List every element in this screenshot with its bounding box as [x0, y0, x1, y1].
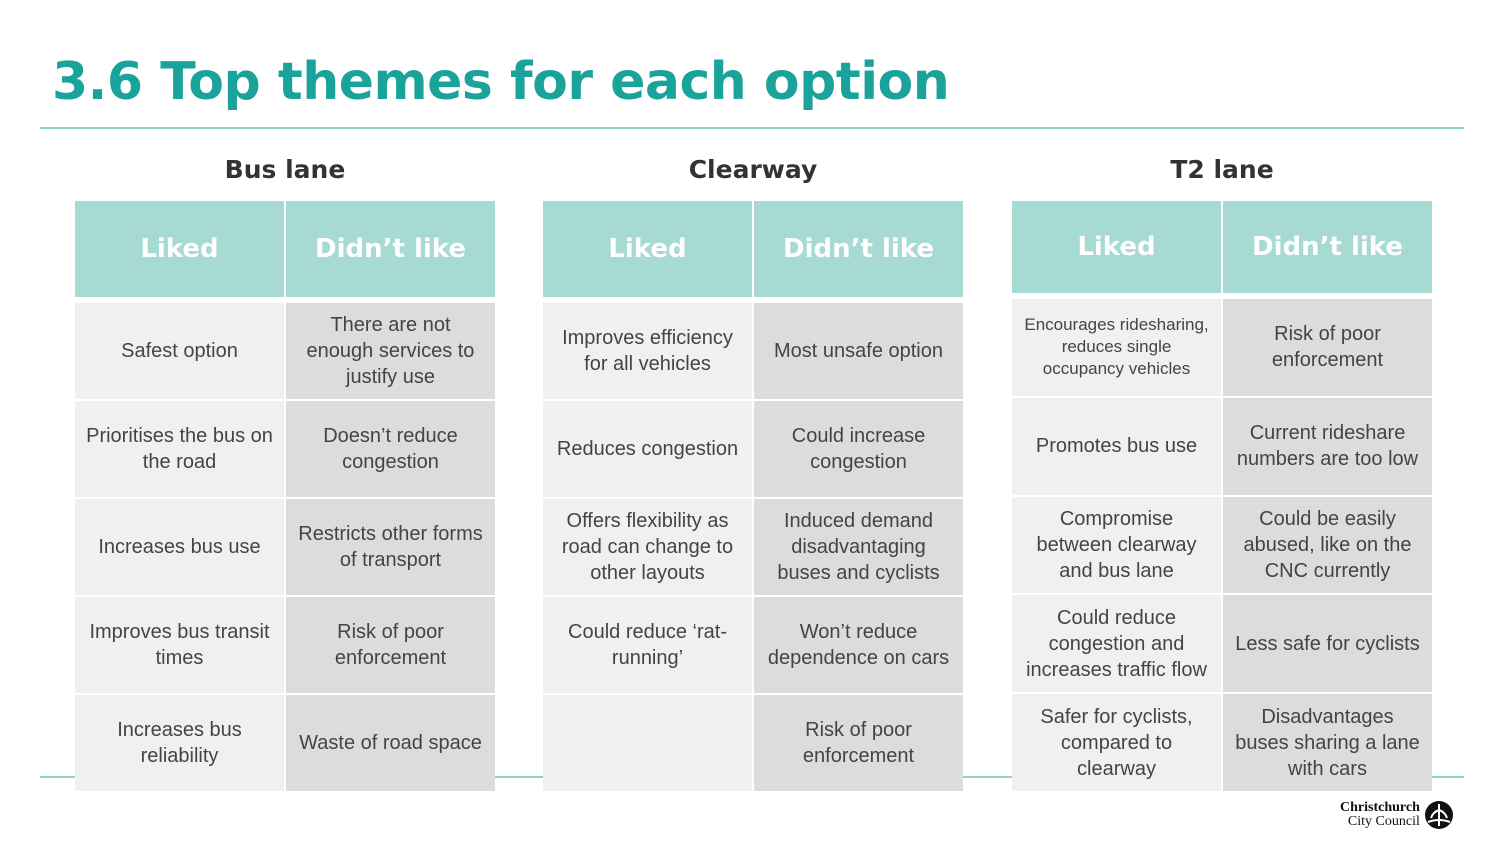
liked-cell: Reduces congestion	[543, 401, 752, 497]
liked-cell: Increases bus reliability	[75, 695, 284, 791]
disliked-cell: Doesn’t reduce congestion	[286, 401, 495, 497]
table-row: Safest option There are not enough servi…	[75, 303, 495, 399]
section-title-clearway: Clearway	[688, 155, 818, 184]
table-t2-lane: Liked Didn’t like Encourages ridesharing…	[1012, 201, 1432, 791]
table-row: Promotes bus use Current rideshare numbe…	[1012, 397, 1432, 495]
section-title-t2-lane: T2 lane	[1170, 155, 1274, 184]
disliked-cell: Could be easily abused, like on the CNC …	[1223, 496, 1432, 594]
table-row: Increases bus reliability Waste of road …	[75, 695, 495, 791]
disliked-cell: Won’t reduce dependence on cars	[754, 597, 963, 693]
table-row: Could reduce congestion and increases tr…	[1012, 595, 1432, 693]
liked-cell: Encourages ridesharing, reduces single o…	[1012, 299, 1221, 396]
christchurch-city-council-logo-icon	[1424, 801, 1453, 829]
table-row: Encourages ridesharing, reduces single o…	[1012, 299, 1432, 396]
liked-header: Liked	[1012, 201, 1221, 293]
disliked-cell: Less safe for cyclists	[1223, 595, 1432, 693]
table-header-row: Liked Didn’t like	[543, 201, 963, 297]
liked-cell	[543, 695, 752, 791]
disliked-cell: Risk of poor enforcement	[754, 695, 963, 791]
disliked-header: Didn’t like	[1223, 201, 1432, 293]
council-logo: Christchurch City Council	[1340, 800, 1454, 830]
table-header-row: Liked Didn’t like	[75, 201, 495, 297]
disliked-cell: Risk of poor enforcement	[1223, 299, 1432, 396]
table-row: Reduces congestion Could increase conges…	[543, 401, 963, 497]
disliked-cell: Restricts other forms of transport	[286, 499, 495, 595]
disliked-cell: Current rideshare numbers are too low	[1223, 397, 1432, 495]
liked-cell: Offers flexibility as road can change to…	[543, 499, 752, 595]
disliked-header: Didn’t like	[286, 201, 495, 297]
liked-cell: Could reduce ‘rat-running’	[543, 597, 752, 693]
table-row: Offers flexibility as road can change to…	[543, 499, 963, 595]
table-clearway: Liked Didn’t like Improves efficiency fo…	[543, 201, 963, 791]
table-row: Could reduce ‘rat-running’ Won’t reduce …	[543, 597, 963, 693]
table-row: Increases bus use Restricts other forms …	[75, 499, 495, 595]
liked-cell: Improves bus transit times	[75, 597, 284, 693]
liked-cell: Safer for cyclists, compared to clearway	[1012, 694, 1221, 791]
table-row: Improves bus transit times Risk of poor …	[75, 597, 495, 693]
disliked-header: Didn’t like	[754, 201, 963, 297]
disliked-cell: Risk of poor enforcement	[286, 597, 495, 693]
top-divider	[40, 127, 1464, 129]
table-row: Compromise between clearway and bus lane…	[1012, 496, 1432, 594]
logo-line-1: Christchurch	[1340, 800, 1420, 815]
disliked-cell: Waste of road space	[286, 695, 495, 791]
disliked-cell: There are not enough services to justify…	[286, 303, 495, 399]
liked-header: Liked	[543, 201, 752, 297]
liked-cell: Promotes bus use	[1012, 397, 1221, 495]
table-row: Prioritises the bus on the road Doesn’t …	[75, 401, 495, 497]
table-row: Safer for cyclists, compared to clearway…	[1012, 694, 1432, 791]
disliked-cell: Induced demand disadvantaging buses and …	[754, 499, 963, 595]
liked-cell: Improves efficiency for all vehicles	[543, 303, 752, 399]
liked-cell: Prioritises the bus on the road	[75, 401, 284, 497]
table-row: Improves efficiency for all vehicles Mos…	[543, 303, 963, 399]
disliked-cell: Most unsafe option	[754, 303, 963, 399]
page-title: 3.6 Top themes for each option	[52, 52, 950, 112]
table-header-row: Liked Didn’t like	[1012, 201, 1432, 293]
liked-cell: Increases bus use	[75, 499, 284, 595]
disliked-cell: Disadvantages buses sharing a lane with …	[1223, 694, 1432, 791]
logo-text: Christchurch City Council	[1340, 801, 1420, 829]
liked-header: Liked	[75, 201, 284, 297]
logo-line-2: City Council	[1347, 814, 1420, 829]
table-bus-lane: Liked Didn’t like Safest option There ar…	[75, 201, 495, 791]
liked-cell: Safest option	[75, 303, 284, 399]
liked-cell: Could reduce congestion and increases tr…	[1012, 595, 1221, 693]
disliked-cell: Could increase congestion	[754, 401, 963, 497]
section-title-bus-lane: Bus lane	[224, 155, 346, 184]
table-row: Risk of poor enforcement	[543, 695, 963, 791]
liked-cell: Compromise between clearway and bus lane	[1012, 496, 1221, 594]
